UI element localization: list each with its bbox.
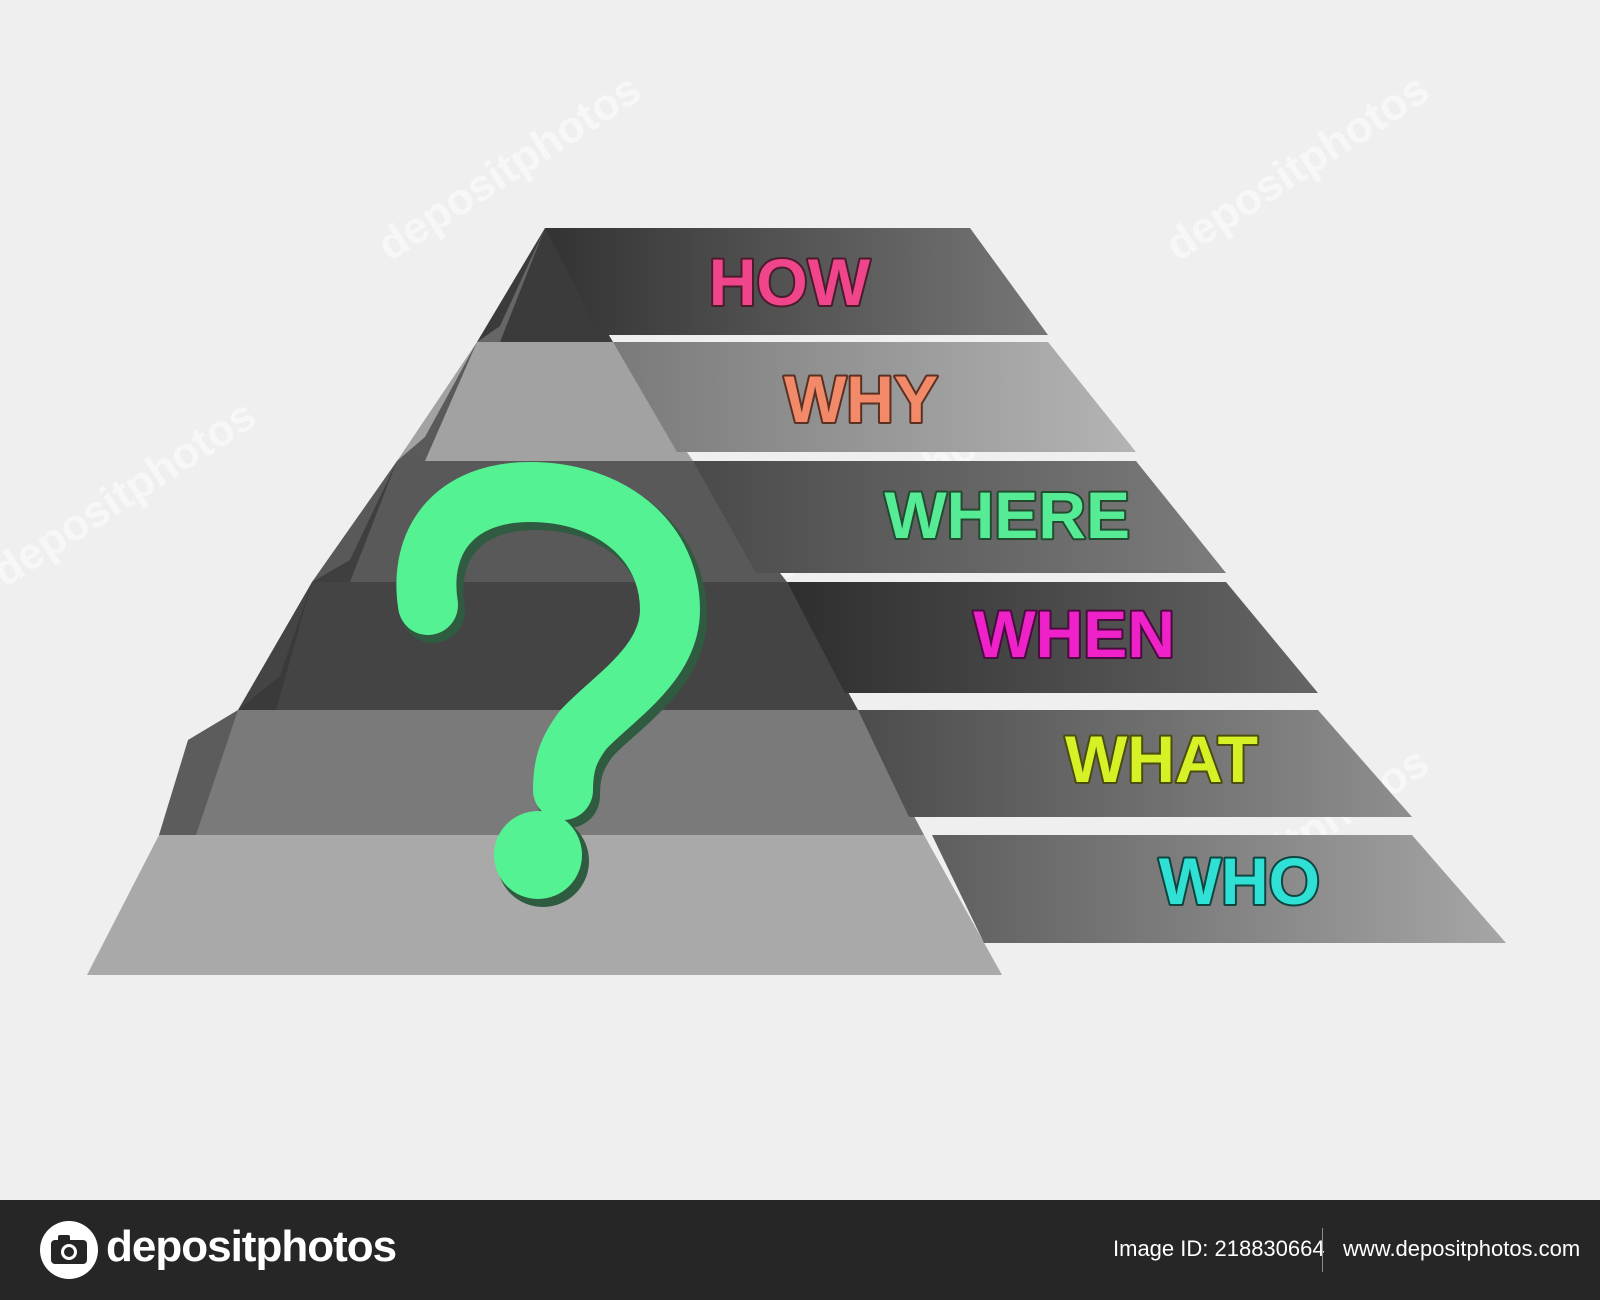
pyramid-tier-2-left (397, 342, 693, 461)
camera-logo-icon (40, 1221, 98, 1279)
level-label-where: WHERE (884, 478, 1130, 552)
brand-logo-text: depositphotos (106, 1222, 397, 1271)
bar-tier-1 (545, 228, 1048, 335)
bar-tier-5 (858, 710, 1412, 817)
level-label-what: WHAT (1065, 722, 1258, 796)
pyramid-tier-4-left (238, 582, 858, 710)
bar-tier-6 (932, 835, 1506, 943)
image-id-label: Image ID: 218830664 (1113, 1236, 1325, 1261)
bar-tier-4 (787, 582, 1318, 693)
level-labels: HOW WHY WHERE WHEN WHAT WHO (707, 243, 1322, 920)
site-url-link[interactable]: www.depositphotos.com (1343, 1236, 1581, 1261)
bar-tier-3 (693, 461, 1226, 573)
question-mark-dot (494, 811, 582, 899)
watermark-4: depositphotos (0, 390, 265, 596)
pyramid-tier-4-step (312, 461, 397, 582)
level-label-why: WHY (784, 362, 938, 436)
level-label-when: WHEN (973, 597, 1175, 671)
bar-tier-2 (613, 342, 1136, 452)
pyramid-tier-6-step (159, 710, 238, 835)
pyramid-right-face (545, 228, 1506, 943)
pyramid-diagram: depositphotos depositphotos depositphoto… (0, 64, 1506, 975)
footer-divider (1322, 1228, 1323, 1272)
watermark-2: depositphotos (1157, 64, 1438, 270)
level-label-who: WHO (1159, 844, 1320, 918)
question-mark-stroke (396, 461, 701, 820)
level-label-how: HOW (709, 245, 871, 319)
question-mark-icon (396, 461, 708, 907)
footer-bar: depositphotos Image ID: 218830664 www.de… (0, 1200, 1600, 1300)
pyramid-tier-5-step (238, 582, 312, 710)
